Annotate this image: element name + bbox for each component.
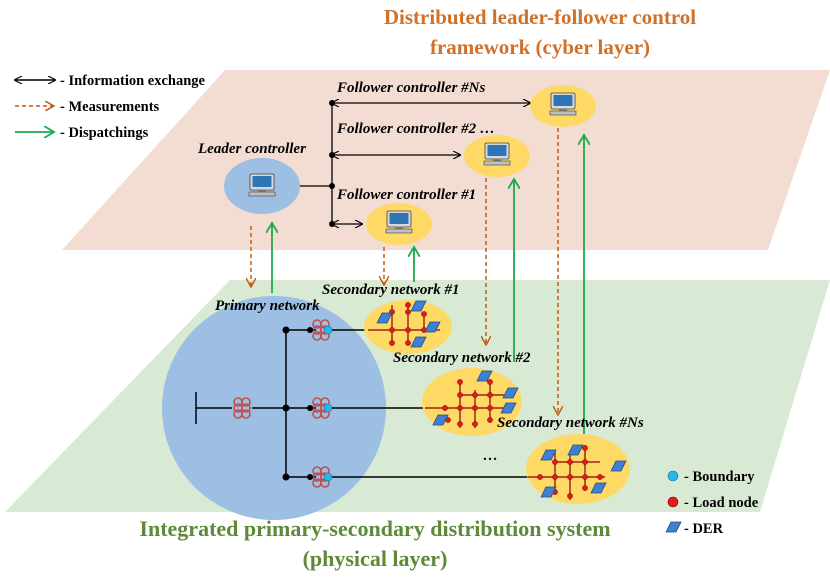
secondary-network-2: [422, 368, 522, 436]
bus-junction: [329, 152, 335, 158]
secondary-network-ns: [526, 434, 630, 504]
bus-junction: [329, 100, 335, 106]
physical-layer-title: Integrated primary-secondary distributio…: [60, 514, 690, 574]
dispatching-arrows: [272, 136, 584, 434]
cyber-layer-title: Distributed leader-follower control fram…: [300, 2, 780, 62]
leader-controller: [224, 158, 300, 214]
follower-controller-ns-label: Follower controller #Ns: [336, 80, 486, 96]
svg-text:- Boundary: - Boundary: [684, 469, 755, 485]
svg-text:- Dispatchings: - Dispatchings: [60, 125, 149, 141]
follower-controller-2: [464, 135, 530, 177]
bus-junction: [329, 221, 335, 227]
follower-controller-2-label: Follower controller #2 …: [336, 121, 495, 137]
secondary-network-1-label: Secondary network #1: [322, 282, 460, 298]
bus-junction: [329, 183, 335, 189]
follower-controller-1: [366, 203, 432, 245]
svg-text:- Load node: - Load node: [684, 495, 759, 511]
cyber-layer-plane: [62, 70, 830, 250]
secondary-network-1: [364, 300, 452, 354]
information-exchange-bus: [300, 103, 530, 224]
svg-text:- DER: - DER: [684, 521, 724, 537]
secondary-network-ns-label: Secondary network #Ns: [497, 415, 644, 431]
legend-boundary: - Boundary: [667, 469, 755, 485]
measurement-arrows: [251, 128, 558, 414]
legend-information-exchange: - Information exchange: [15, 73, 206, 89]
primary-network-label: Primary network: [215, 298, 320, 314]
primary-nodes: [282, 326, 313, 481]
follower-controller-1-label: Follower controller #1: [336, 187, 476, 203]
svg-text:- Measurements: - Measurements: [60, 99, 160, 115]
follower-controller-ns: [530, 85, 596, 127]
leader-controller-label: Leader controller: [197, 141, 306, 157]
boundary-nodes: [323, 325, 333, 482]
physical-title-line1: Integrated primary-secondary distributio…: [139, 516, 611, 541]
legend-load-node: - Load node: [667, 495, 759, 511]
primary-feeder: [195, 329, 528, 478]
legend-der: - DER: [665, 521, 724, 537]
cyber-title-line2: framework (cyber layer): [429, 35, 651, 59]
svg-text:- Information exchange: - Information exchange: [60, 73, 206, 89]
cyber-title-line1: Distributed leader-follower control: [383, 5, 697, 29]
physical-title-line2: (physical layer): [302, 546, 448, 571]
secondary-network-2-label: Secondary network #2: [393, 350, 531, 366]
legend-measurements: - Measurements: [15, 99, 160, 115]
legend-dispatchings: - Dispatchings: [15, 125, 149, 141]
secondary-ellipsis: …: [483, 448, 498, 464]
